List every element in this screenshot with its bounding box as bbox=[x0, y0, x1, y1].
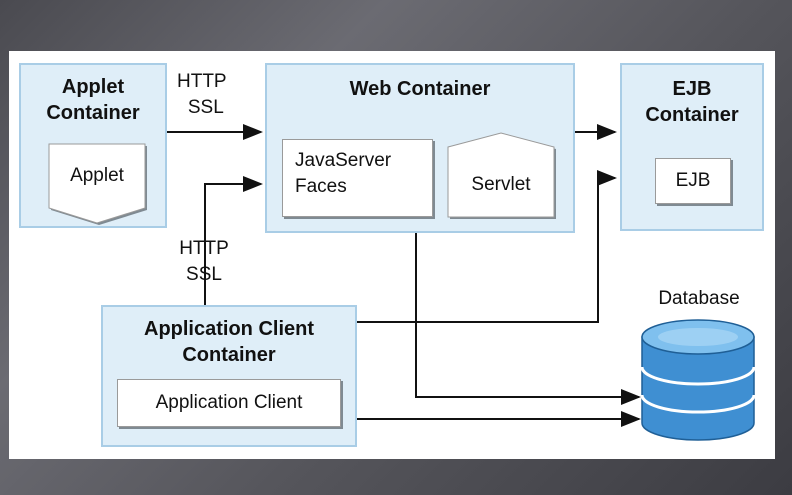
web-container-title: Web Container bbox=[349, 78, 491, 100]
jsf-component: JavaServer Faces bbox=[282, 139, 433, 217]
protocol-label-left: HTTP SSL bbox=[179, 238, 229, 285]
database-label: Database bbox=[658, 288, 740, 309]
web-container: Web Container JavaServer Faces Servlet bbox=[265, 63, 575, 233]
servlet-label: Servlet bbox=[471, 174, 531, 195]
arrow-appclient-to-ejb bbox=[357, 170, 617, 323]
servlet-shape bbox=[447, 132, 556, 219]
applet-container-title: Applet Container bbox=[46, 76, 140, 124]
diagram-panel: HTTP SSL HTTP SSL Applet Container Apple… bbox=[9, 51, 775, 459]
applet-label: Applet bbox=[70, 165, 124, 186]
applet-container: Applet Container Applet bbox=[19, 63, 167, 228]
protocol-label-top: HTTP SSL bbox=[177, 71, 227, 118]
appclient-container-title: Application Client Container bbox=[144, 318, 314, 366]
arrow-appclient-to-web bbox=[204, 176, 263, 305]
arrow-web-to-database bbox=[415, 232, 641, 405]
ejb-container-title: EJB Container bbox=[645, 78, 739, 126]
connectors bbox=[167, 124, 756, 441]
database-icon bbox=[640, 319, 756, 441]
applet-shape bbox=[48, 143, 147, 225]
ejb-component: EJB bbox=[655, 158, 731, 204]
appclient-container: Application Client Container Application… bbox=[101, 305, 357, 447]
ejb-container: EJB Container EJB bbox=[620, 63, 764, 231]
appclient-component: Application Client bbox=[117, 379, 341, 427]
